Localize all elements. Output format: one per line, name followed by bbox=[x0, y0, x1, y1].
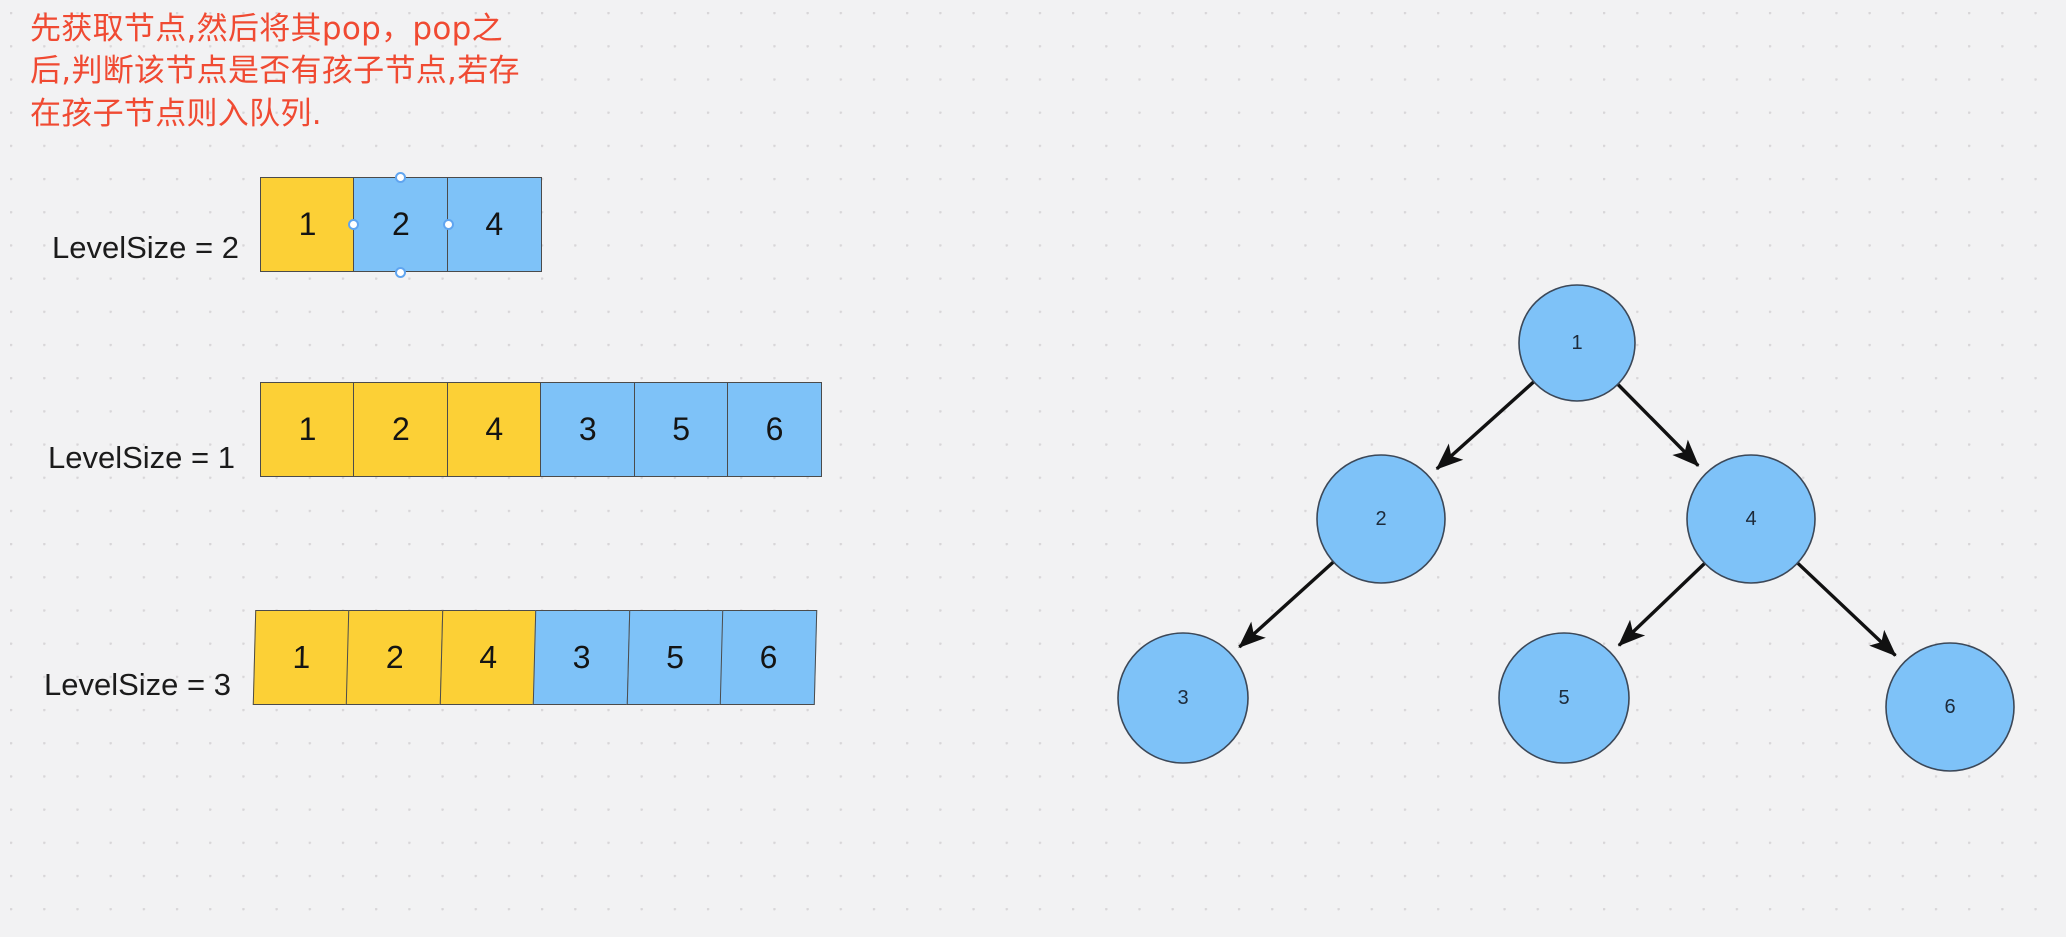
queue-cell[interactable]: 3 bbox=[532, 610, 631, 705]
selection-handle[interactable] bbox=[395, 266, 407, 278]
queue-cell[interactable]: 4 bbox=[446, 382, 542, 477]
queue-cell[interactable]: 1 bbox=[252, 610, 351, 705]
row-label-3: LevelSize = 3 bbox=[44, 667, 231, 702]
queue-cell[interactable]: 2 bbox=[346, 610, 444, 705]
queue-cell[interactable]: 6 bbox=[719, 610, 818, 705]
queue-cell[interactable]: 3 bbox=[540, 382, 636, 477]
queue-cell[interactable]: 5 bbox=[633, 382, 729, 477]
selection-handle[interactable] bbox=[347, 219, 359, 230]
queue-cell[interactable]: 5 bbox=[626, 610, 724, 705]
selection-handle[interactable] bbox=[395, 171, 407, 183]
queue-cell[interactable]: 2 bbox=[353, 177, 449, 272]
row-label-2: LevelSize = 1 bbox=[48, 440, 235, 475]
queue-cell[interactable]: 6 bbox=[727, 382, 823, 477]
algorithm-note: 先获取节点,然后将其pop，pop之 后,判断该节点是否有孩子节点,若存 在孩子… bbox=[30, 11, 520, 132]
queue-cell[interactable]: 1 bbox=[260, 382, 355, 477]
queue-cell[interactable]: 1 bbox=[260, 177, 355, 272]
queue-cell[interactable]: 2 bbox=[353, 382, 449, 477]
selection-handle[interactable] bbox=[442, 219, 454, 230]
queue-cell[interactable]: 4 bbox=[446, 177, 542, 272]
queue-cell[interactable]: 4 bbox=[439, 610, 538, 705]
row-label-1: LevelSize = 2 bbox=[52, 230, 239, 265]
